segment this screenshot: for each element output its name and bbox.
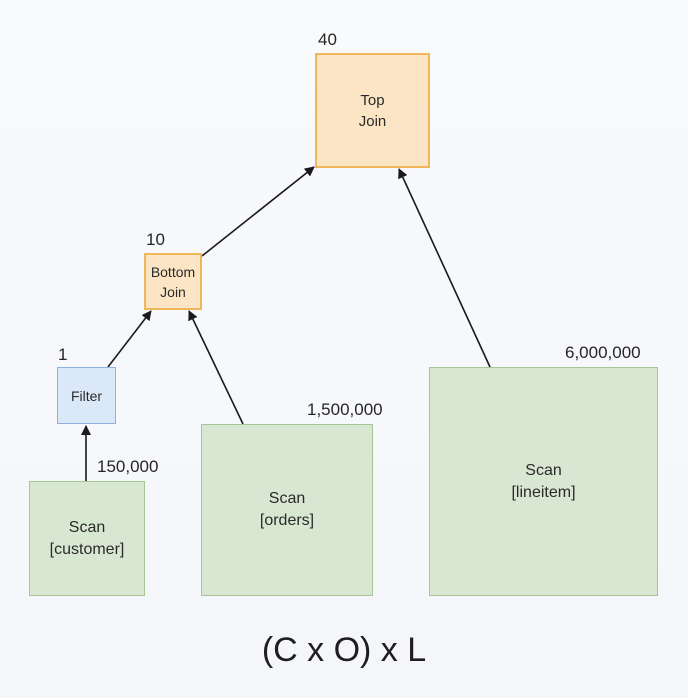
scan-lineitem-label-line1: Scan [525,461,562,479]
bottom-join-label-line1: Bottom [150,263,196,280]
edge-orders-to-bottom-join [188,310,244,425]
scan-orders-node: Scan [orders] [201,424,373,596]
scan-customer-node: Scan [customer] [29,481,145,596]
top-join-label-line1: Top [360,91,385,109]
top-join-label-line2: Join [358,112,387,130]
top-join-node: Top Join [315,53,430,168]
filter-cardinality: 1 [58,345,68,364]
scan-orders-label-line1: Scan [268,490,306,507]
edge-lineitem-to-top-join [398,168,491,368]
scan-customer-cardinality: 150,000 [97,457,159,476]
edge-filter-to-bottom-join [107,310,152,368]
scan-customer-label-line2: [customer] [49,540,125,558]
scan-orders-label-line2: [orders] [259,512,315,529]
bottom-join-cardinality: 10 [146,230,165,249]
scan-lineitem-node: Scan [lineitem] [429,367,658,596]
join-order-formula: (C x O) x L [261,631,427,669]
scan-lineitem-cardinality: 6,000,000 [565,343,641,362]
scan-customer-label-line1: Scan [68,518,106,536]
edge-bottom-join-to-top-join [201,166,315,257]
filter-node: Filter [57,367,116,424]
scan-lineitem-label-line2: [lineitem] [511,483,576,501]
filter-label: Filter [70,387,103,404]
scan-orders-cardinality: 1,500,000 [307,400,383,419]
top-join-cardinality: 40 [318,30,337,49]
bottom-join-label-line2: Join [160,283,186,300]
bottom-join-node: Bottom Join [144,253,202,310]
